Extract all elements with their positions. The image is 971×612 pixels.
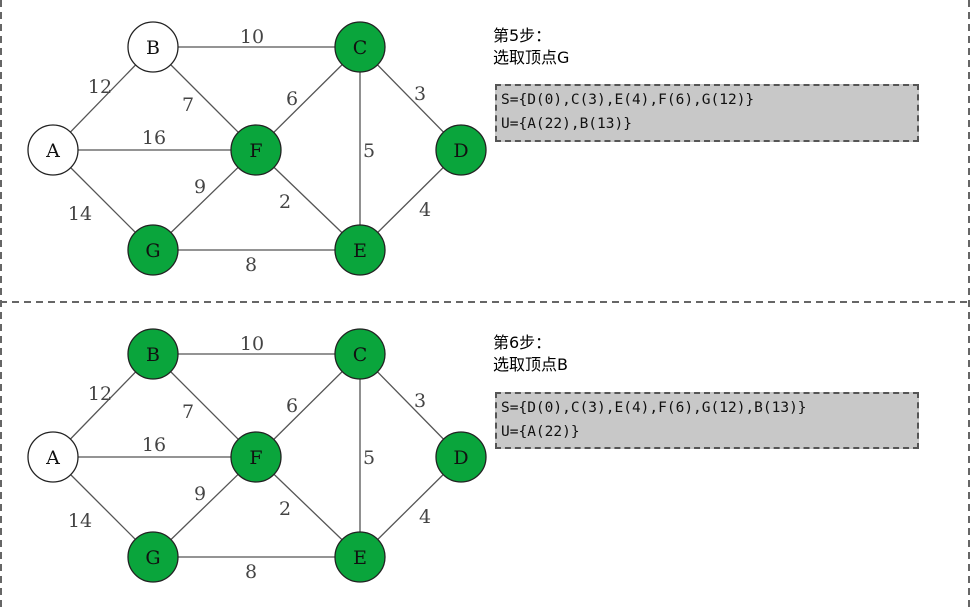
edge-weight-b-f: 7	[182, 401, 194, 423]
node-d: D	[435, 124, 487, 176]
node-c: C	[334, 328, 386, 380]
node-circle-b	[127, 21, 179, 73]
node-label-e: E	[353, 547, 367, 569]
step-6-label: 第6步：	[493, 333, 552, 352]
edge-weight-a-b: 12	[88, 383, 112, 405]
node-d: D	[435, 431, 487, 483]
edge-weight-c-e: 5	[363, 140, 375, 162]
node-circle-f	[230, 431, 282, 483]
edge-weight-f-e: 2	[279, 498, 291, 520]
node-label-c: C	[353, 344, 368, 366]
edge-weight-c-f: 6	[286, 88, 298, 110]
node-c: C	[334, 21, 386, 73]
edge-weight-f-g: 9	[194, 483, 206, 505]
node-label-a: A	[45, 140, 60, 162]
node-g: G	[127, 531, 179, 583]
step-5-u-set: U={A(22),B(13)}	[501, 116, 632, 132]
edge-weight-b-c: 10	[240, 26, 264, 48]
step-6-u-set: U={A(22)}	[501, 424, 580, 440]
node-a: A	[27, 124, 79, 176]
edge-weight-e-d: 4	[419, 199, 431, 221]
edge-weight-c-d: 3	[414, 83, 426, 105]
node-circle-c	[334, 328, 386, 380]
edge-weight-g-e: 8	[245, 561, 257, 583]
node-label-c: C	[353, 37, 368, 59]
step-5-label: 第5步：	[493, 26, 552, 45]
edge-weight-a-f: 16	[142, 127, 166, 149]
node-circle-f	[230, 124, 282, 176]
step-5-action: 选取顶点G	[493, 48, 570, 67]
edge-weight-b-c: 10	[240, 333, 264, 355]
node-b: B	[127, 328, 179, 380]
node-circle-e	[334, 224, 386, 276]
node-label-a: A	[45, 447, 60, 469]
node-label-e: E	[353, 240, 367, 262]
edge-weight-b-f: 7	[182, 94, 194, 116]
node-circle-c	[334, 21, 386, 73]
node-circle-d	[435, 431, 487, 483]
node-f: F	[230, 124, 282, 176]
node-e: E	[334, 531, 386, 583]
node-b: B	[127, 21, 179, 73]
node-circle-g	[127, 531, 179, 583]
node-circle-d	[435, 124, 487, 176]
node-label-g: G	[145, 240, 160, 262]
edge-weight-e-d: 4	[419, 506, 431, 528]
step-6-set-box: S={D(0),C(3),E(4),F(6),G(12),B(13)} U={A…	[495, 392, 919, 449]
node-a: A	[27, 431, 79, 483]
node-label-b: B	[146, 344, 160, 366]
node-label-f: F	[249, 447, 262, 469]
step-5-header: 第5步： 选取顶点G	[493, 25, 569, 69]
node-f: F	[230, 431, 282, 483]
edge-weight-a-b: 12	[88, 76, 112, 98]
node-g: G	[127, 224, 179, 276]
node-label-d: D	[453, 140, 468, 162]
node-circle-a	[27, 431, 79, 483]
panel-step-5: 12 16 14 10 7 6 5 3 9 2 8 4 A B C D E F G	[27, 21, 487, 276]
step-6-action: 选取顶点B	[493, 355, 568, 374]
edge-weight-g-e: 8	[245, 254, 257, 276]
edge-weight-a-f: 16	[142, 434, 166, 456]
step-6-s-set: S={D(0),C(3),E(4),F(6),G(12),B(13)}	[501, 400, 807, 416]
edge-weight-c-f: 6	[286, 395, 298, 417]
edge-weight-a-g: 14	[68, 203, 92, 225]
node-circle-a	[27, 124, 79, 176]
node-label-g: G	[145, 547, 160, 569]
panel-step-6: 12 16 14 10 7 6 5 3 9 2 8 4 A B C D E F G	[27, 328, 487, 583]
edge-weight-f-e: 2	[279, 191, 291, 213]
step-5-s-set: S={D(0),C(3),E(4),F(6),G(12)}	[501, 92, 755, 108]
node-e: E	[334, 224, 386, 276]
node-circle-e	[334, 531, 386, 583]
node-label-d: D	[453, 447, 468, 469]
node-label-f: F	[249, 140, 262, 162]
edge-weight-c-e: 5	[363, 447, 375, 469]
node-circle-g	[127, 224, 179, 276]
step-6-header: 第6步： 选取顶点B	[493, 332, 568, 376]
edge-weight-f-g: 9	[194, 176, 206, 198]
edge-weight-a-g: 14	[68, 510, 92, 532]
node-circle-b	[127, 328, 179, 380]
node-label-b: B	[146, 37, 160, 59]
edge-weight-c-d: 3	[414, 390, 426, 412]
step-5-set-box: S={D(0),C(3),E(4),F(6),G(12)} U={A(22),B…	[495, 84, 919, 142]
